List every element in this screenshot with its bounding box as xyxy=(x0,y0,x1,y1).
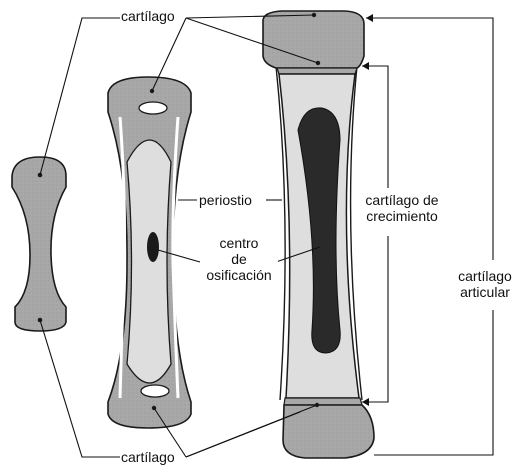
bone-stage-1-cartilage-model xyxy=(12,157,66,331)
label-articular-line2: articular xyxy=(460,284,510,300)
ossification-center xyxy=(147,232,159,262)
label-cartilago-articular: cartílago articular xyxy=(452,268,518,300)
bone-stage-3-mature xyxy=(263,11,374,458)
label-periostio: periostio xyxy=(199,192,252,208)
upper-growth-plate xyxy=(277,68,357,74)
label-cartilago-top: cartílago xyxy=(121,8,175,24)
label-centro-line1: centro xyxy=(200,235,278,251)
label-crecimiento-line1: cartílago de xyxy=(365,192,438,208)
bone-2-bottom-hole xyxy=(141,385,169,397)
lower-growth-plate xyxy=(284,398,362,405)
label-articular-line1: cartílago xyxy=(458,268,512,284)
label-centro-line2: de xyxy=(200,251,278,267)
label-cartilago-de-crecimiento: cartílago de crecimiento xyxy=(356,192,448,224)
bone-2-bone-collar xyxy=(127,140,171,383)
label-crecimiento-line2: crecimiento xyxy=(366,208,438,224)
label-centro-de-osificacion: centro de osificación xyxy=(200,235,278,283)
label-cartilago-bottom: cartílago xyxy=(121,449,175,465)
label-centro-line3: osificación xyxy=(200,267,278,283)
bone-stage-2-primary-ossification xyxy=(108,77,191,428)
bone-2-top-hole xyxy=(139,102,167,114)
upper-epiphysis xyxy=(263,11,364,68)
